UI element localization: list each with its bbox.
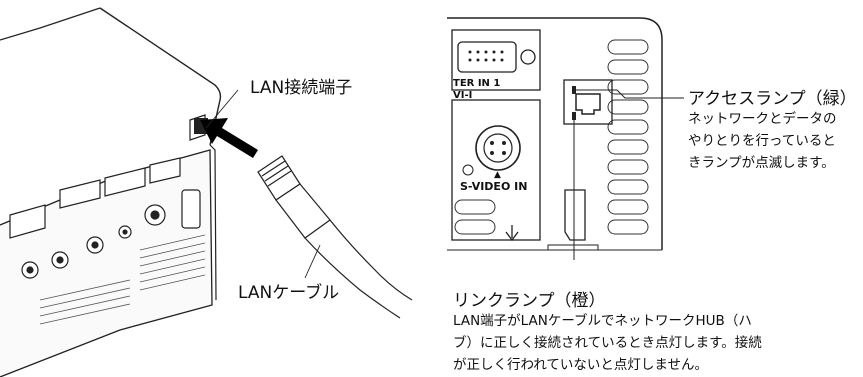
lan-cable-label: LANケーブル xyxy=(238,283,340,303)
access-lamp-description: ネットワークとデータの やりとりを行っていると きランプが点滅します。 xyxy=(688,108,837,174)
lan-cable xyxy=(304,237,401,319)
access-lamp-desc-line: ネットワークとデータの xyxy=(688,111,837,127)
panel-text-1: TER IN 1 xyxy=(453,78,501,89)
panel-text-2: VI-I xyxy=(453,90,473,101)
svideo-label: S-VIDEO IN xyxy=(460,180,528,193)
link-lamp-title: リンクランプ（橙） xyxy=(453,291,606,311)
projector-rear-illustration xyxy=(0,7,413,377)
link-lamp-description: LAN端子がLANケーブルでネットワークHUB（ハ ブ）に正しく接続されていると… xyxy=(453,310,762,376)
insert-arrow xyxy=(200,118,258,158)
link-lamp-desc-line: ブ）に正しく接続されているとき点灯します。接続 xyxy=(453,335,762,351)
svideo-marker: ▲ xyxy=(494,170,501,180)
lan-cable-plug xyxy=(257,155,331,239)
access-lamp-desc-line: やりとりを行っていると xyxy=(688,133,836,149)
lan-port-label: LAN接続端子 xyxy=(250,78,353,98)
access-lamp-title: アクセスランプ（緑） xyxy=(688,89,857,109)
link-lamp-desc-line: が正しく行われていないと点灯しません。 xyxy=(453,357,709,373)
access-lamp-desc-line: きランプが点滅します。 xyxy=(688,155,835,171)
link-lamp-desc-line: LAN端子がLANケーブルでネットワークHUB（ハ xyxy=(453,313,752,329)
